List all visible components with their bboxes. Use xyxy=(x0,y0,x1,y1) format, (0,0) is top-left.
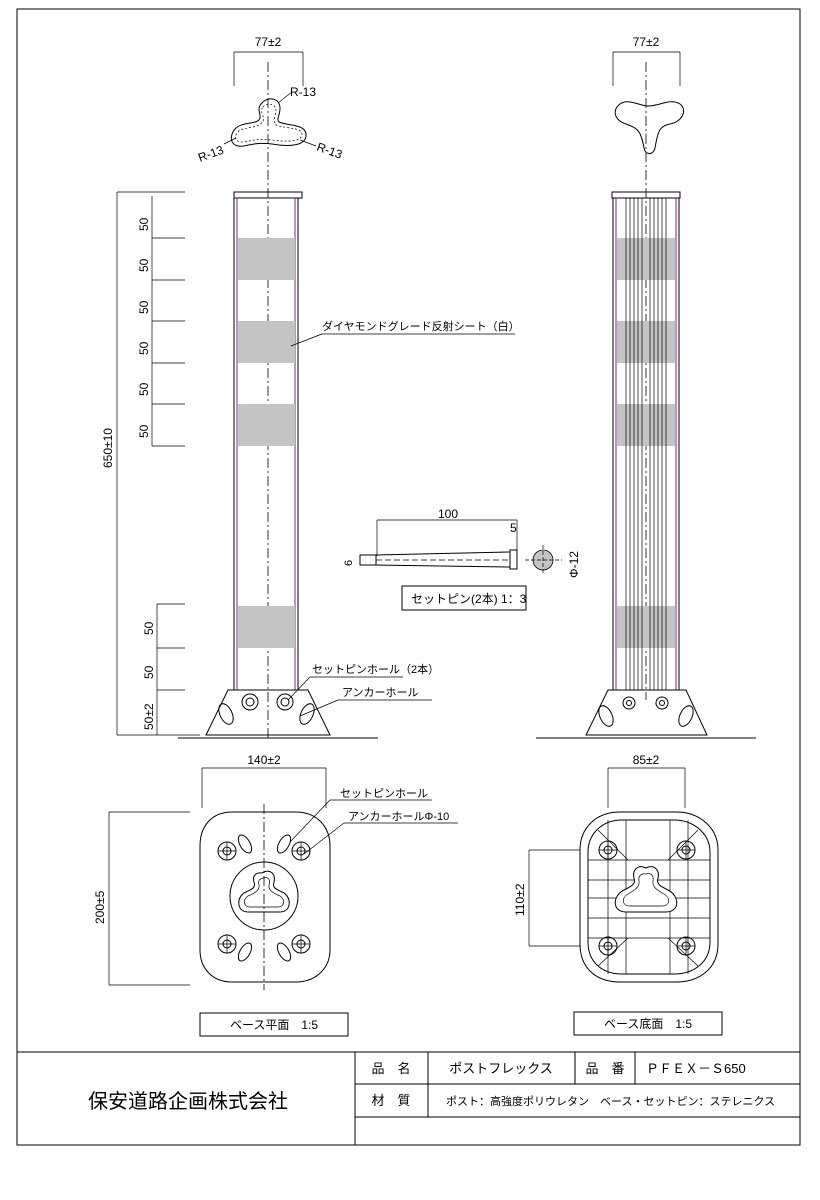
front-top-section xyxy=(230,98,307,147)
reflective-band xyxy=(617,321,675,363)
pin-caption-box xyxy=(401,585,527,611)
material-label: 材 質 xyxy=(371,1093,410,1108)
segment-dim: 50 xyxy=(137,258,151,272)
reflective-band xyxy=(238,238,295,280)
reflective-band xyxy=(617,404,675,446)
material-value: ポスト：高強度ポリウレタン ベース・セットピン：ステレニクス xyxy=(446,1094,775,1108)
base-plan-view: 140±2 200±5 セットピンホール アンカーホールΦ-10 xyxy=(93,753,458,1037)
number-label: 品 番 xyxy=(585,1061,624,1076)
segment-dim: 50 xyxy=(137,382,151,396)
set-pin-detail: 100 5 6 Φ-12 セットピン(2本) 1：3 xyxy=(343,507,581,611)
reflective-band xyxy=(617,606,675,648)
reflective-band xyxy=(238,404,295,446)
side-top-section xyxy=(614,101,685,155)
pin-length-dim: 100 xyxy=(438,507,458,521)
plan-pin-hole-label: セットピンホール xyxy=(340,787,428,800)
segment-dim: 50 xyxy=(137,424,151,438)
front-width-dim: 77±2 xyxy=(255,35,282,49)
reflective-band xyxy=(238,321,295,363)
front-base xyxy=(205,689,331,736)
bottom-height-dim: 110±2 xyxy=(513,883,527,916)
title-block: 保安道路企画株式会社 品 名 ポストフレックス 品 番 ＰＦＥＸ－Ｓ650 材 … xyxy=(17,1051,800,1145)
segment-dim: 50 xyxy=(137,341,151,355)
lower-dim: 50 xyxy=(142,665,156,679)
radius-top-label: R-13 xyxy=(290,85,316,99)
base-bottom-outline xyxy=(579,811,719,983)
company-name: 保安道路企画株式会社 xyxy=(88,1090,288,1113)
plan-anchor-label: アンカーホールΦ-10 xyxy=(348,810,449,823)
base-bottom-caption: ベース底面 1:5 xyxy=(604,1016,692,1031)
base-width-dim: 140±2 xyxy=(247,753,281,767)
lower-dim: 50 xyxy=(142,621,156,635)
pin-dia-dim: Φ-12 xyxy=(567,551,581,578)
reflective-band xyxy=(617,238,675,280)
pin-hole-label: セットピンホール（2本） xyxy=(312,662,439,676)
pin-caption: セットピン(2本) 1：3 xyxy=(411,592,527,606)
front-view: 77±2 R-13 R-13 R-13 650±10 xyxy=(101,35,520,740)
side-view: 77±2 xyxy=(536,35,756,739)
segment-dim: 50 xyxy=(137,300,151,314)
segment-dim: 50 xyxy=(137,217,151,231)
sheet-border xyxy=(16,8,801,1146)
pin-shaft-dim: 6 xyxy=(343,560,355,566)
reflective-sheet-label: ダイヤモンドグレード反射シート（白） xyxy=(322,319,520,333)
pin-head-dim: 5 xyxy=(510,521,517,535)
radius-right-label: R-13 xyxy=(315,140,345,162)
side-ribs xyxy=(625,198,667,690)
number-value: ＰＦＥＸ－Ｓ650 xyxy=(646,1061,746,1076)
radius-left-label: R-13 xyxy=(196,143,226,165)
side-width-dim: 77±2 xyxy=(633,35,660,49)
bottom-width-dim: 85±2 xyxy=(633,753,660,767)
base-bottom-view: 85±2 110±2 xyxy=(513,753,723,1036)
reflective-band xyxy=(238,606,295,648)
base-height-dim: 200±5 xyxy=(93,890,107,924)
base-plan-caption: ベース平面 1:5 xyxy=(230,1018,318,1032)
name-label: 品 名 xyxy=(371,1061,410,1076)
height-dim: 650±10 xyxy=(101,428,115,468)
side-base xyxy=(585,689,708,736)
name-value: ポストフレックス xyxy=(449,1061,553,1076)
base-dim: 50±2 xyxy=(142,703,156,730)
base-plan-outline xyxy=(199,811,331,983)
anchor-hole-label: アンカーホール xyxy=(342,686,419,699)
